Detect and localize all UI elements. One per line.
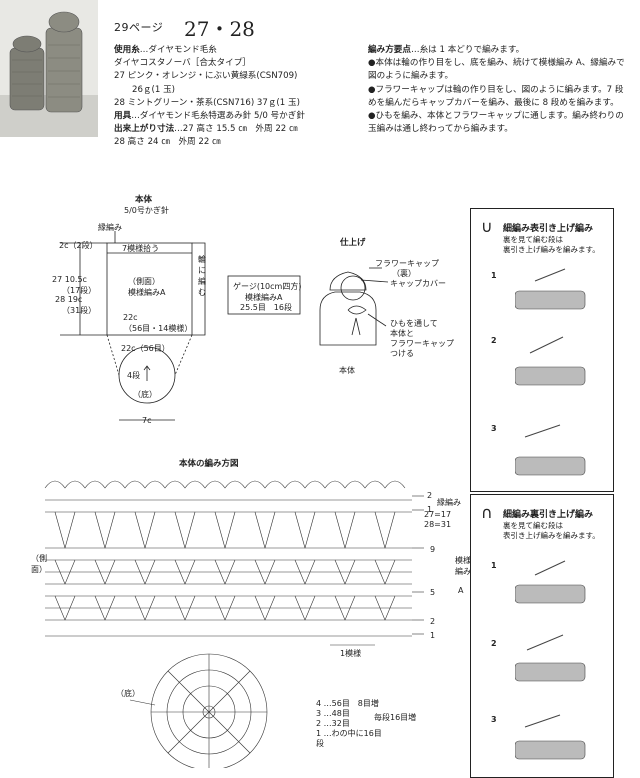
panel-title: 細編み表引き上げ編み (503, 224, 594, 234)
materials-line: 28 ミントグリーン・茶系(CSN716) 37ｇ(1 玉) (114, 97, 300, 108)
increase-row-3: 3 …48目 (316, 709, 350, 718)
chart-title: 本体の編み方図 (179, 459, 239, 469)
knitted-bottle-right (45, 11, 83, 113)
chart-row-1: 1 (427, 505, 433, 514)
flower-cap-back: （裏） (392, 269, 416, 278)
materials-line: ダイヤコスタノーバ［合太タイプ］ (114, 58, 251, 69)
point-item: ●ひもを編み、本体とフラワーキャップに通します。編み終わりの玉編みは通し終わって… (368, 111, 624, 135)
string-note-3: フラワーキャップ (390, 339, 454, 348)
knitting-points: 編み方要点…糸は 1 本どりで編みます。 ●本体は輪の作り目をし、底を編み、続け… (368, 44, 630, 136)
hook-symbol-icon: ∪ (481, 217, 493, 236)
increase-row-2: 2 …32目 (316, 719, 350, 728)
step-number: 1 (491, 561, 497, 570)
body-label: 本体 (339, 366, 355, 375)
panel-title: 細編み裏引き上げ編み (503, 510, 594, 520)
chart-repeat-label: 1模様 (340, 649, 362, 658)
body-rect (106, 242, 193, 336)
bottom-width: 22c (123, 313, 138, 322)
materials-block: 使用糸…ダイヤモンド毛糸 ダイヤコスタノーバ［合太タイプ］ 27 ピンク・オレン… (114, 44, 364, 150)
bottom-stitches: （56目・14模様） (124, 324, 193, 333)
cap-cover-label: キャップカバー (390, 279, 446, 288)
tools-line: 用具…ダイヤモンド毛糸特選あみ針 5/0 号かぎ針 (114, 111, 305, 122)
increase-row-1: 1 …わの中に16目 (316, 729, 382, 738)
chart-side-label: （側面） (31, 554, 47, 574)
body-hook: 5/0号かぎ針 (124, 206, 169, 215)
panel-desc-1: 裏を見て編む段は (503, 235, 563, 244)
technique-panel-front: ∪ 細編み表引き上げ編み 裏を見て編む段は 裏引き上げ編みを編みます。 1 2 … (470, 208, 614, 492)
string-note-4: つける (390, 349, 414, 358)
chart-row-9: 9 (430, 545, 436, 554)
base-rows: 4段 (127, 371, 141, 380)
chart-row-1b: 1 (430, 631, 436, 640)
chart-base-label: （底） (116, 689, 140, 698)
string-note-1: ひもを通して (390, 319, 438, 328)
pattern-numbers: 27・28 (184, 17, 255, 41)
gauge-title: ゲージ(10cm四方) (233, 282, 302, 291)
round-label: 輪に編む (198, 255, 206, 297)
gauge-values: 25.5目 16段 (240, 303, 292, 312)
height-28: 28 19c (55, 295, 83, 304)
height-28-rows: （31段） (62, 306, 97, 315)
side-label: （側面） (128, 277, 160, 286)
edge-label: 縁編み (98, 223, 122, 232)
base-width: 7c (142, 416, 152, 425)
hook-symbol-icon: ∩ (481, 503, 493, 522)
step-number: 3 (491, 715, 497, 724)
pick-label: 7模様拾う (122, 244, 160, 253)
increase-note-1: 毎段16目増 (374, 713, 417, 722)
step-number: 2 (491, 639, 497, 648)
base-round-chart (129, 653, 268, 768)
height-27-rows: （17段） (62, 286, 97, 295)
step-number: 3 (491, 424, 497, 433)
materials-line: 26ｇ(1 玉) (132, 84, 176, 95)
gauge-pattern: 模様編みA (245, 293, 283, 302)
finishing-title: 仕上げ (340, 238, 366, 248)
chart-pattern-3: A (458, 586, 464, 595)
chart-row-5: 5 (430, 588, 436, 597)
step-illustrations (515, 268, 586, 476)
materials-line: 27 ピンク・オレンジ・にぶい黄緑系(CSN709) (114, 71, 298, 82)
increase-note-2: 段 (316, 739, 324, 748)
points-title: 編み方要点 (368, 45, 411, 55)
increase-row-4: 4 …56目 8目増 (316, 699, 379, 708)
stitch-chart (44, 480, 424, 646)
chart-row-2: 2 (427, 491, 433, 500)
rows-label: 2c（2段） (59, 241, 98, 250)
point-item: ●フラワーキャップは輪の作り目をし、図のように編みます。7 段めを編んだらキャッ… (368, 84, 624, 108)
size-line: 出来上がり寸法…27 高さ 15.5 ㎝ 外周 22 ㎝ (114, 124, 298, 135)
panel-desc-2: 裏引き上げ編みを編みます。 (503, 245, 600, 254)
materials-line: 使用糸…ダイヤモンド毛糸 (114, 45, 217, 55)
technique-panel-back: ∩ 細編み裏引き上げ編み 裏を見て編む段は 表引き上げ編みを編みます。 1 2 … (470, 494, 614, 778)
string-note-2: 本体と (390, 329, 414, 338)
point-item: ●本体は輪の作り目をし、底を編み、続けて模様編み A、縁編みで図のように編みます… (368, 58, 625, 82)
size-line: 28 高さ 24 ㎝ 外周 22 ㎝ (114, 137, 221, 148)
flower-cap-label: フラワーキャップ (375, 259, 439, 268)
chart-pattern-2: 編み (455, 567, 471, 576)
base-stitches: 22c（56目） (121, 344, 170, 353)
height-27: 27 10.5c (52, 275, 87, 284)
step-number: 2 (491, 336, 497, 345)
pattern-label: 模様編みA (128, 288, 166, 297)
chart-row-27: 27=17 (424, 510, 452, 519)
chart-row-28: 28=31 (424, 520, 452, 529)
chart-edge-label: 縁編み (437, 498, 461, 507)
product-photo (0, 0, 98, 137)
base-name: （底） (133, 390, 157, 399)
page-reference: 29ページ (114, 21, 164, 34)
chart-row-2b: 2 (430, 617, 436, 626)
flower-cap-shape (340, 275, 366, 301)
step-illustrations (515, 560, 586, 760)
body-title: 本体 (135, 195, 153, 205)
chart-pattern-1: 模様 (455, 556, 471, 565)
knitted-bottle-left (9, 35, 45, 111)
panel-desc-1: 裏を見て編む段は (503, 521, 563, 530)
step-number: 1 (491, 271, 497, 280)
panel-desc-2: 表引き上げ編みを編みます。 (503, 531, 600, 540)
